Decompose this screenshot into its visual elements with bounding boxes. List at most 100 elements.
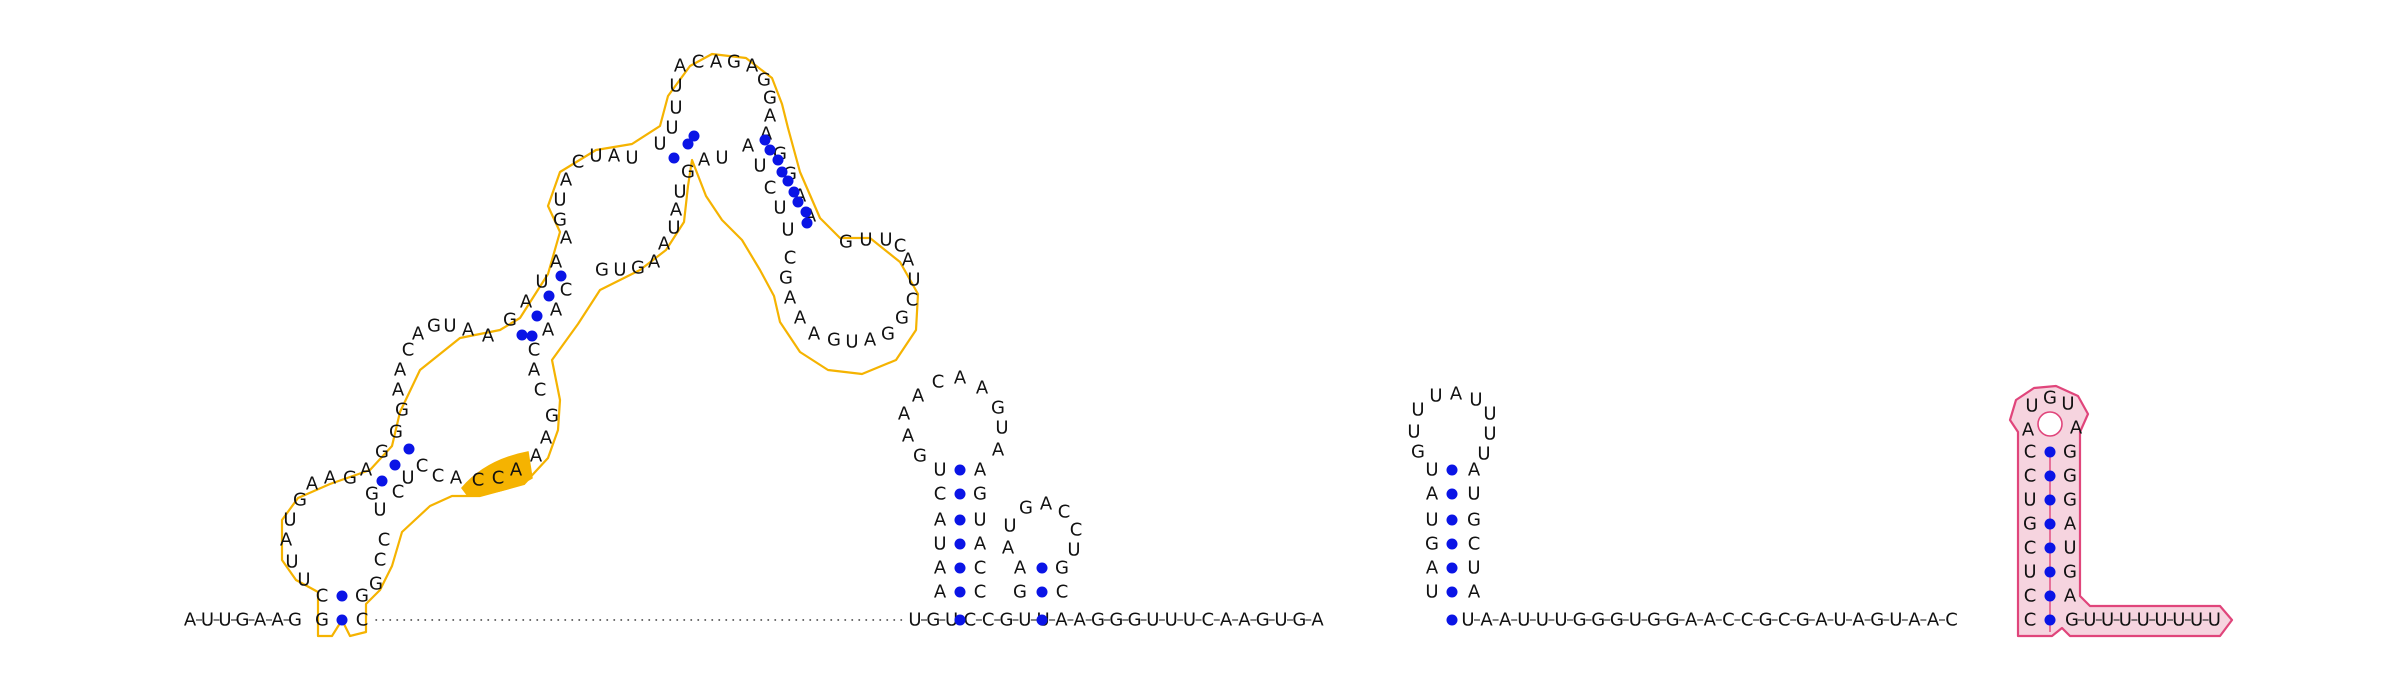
backbone-nucleotide: U: [1146, 610, 1159, 631]
backbone-nucleotide: G: [926, 610, 940, 631]
backbone-nucleotide: U: [1554, 610, 1567, 631]
loop-nucleotide: A: [280, 530, 293, 551]
stem-nucleotide: C: [974, 558, 987, 579]
base-pair-dot: [376, 475, 388, 487]
base-pair-dot: [2044, 518, 2056, 530]
base-pair-dot: [954, 586, 966, 598]
base-pair-dot: [688, 130, 700, 142]
stem-nucleotide: G: [1425, 534, 1439, 555]
loop-nucleotide: A: [1002, 538, 1015, 559]
backbone-nucleotide: A: [1074, 610, 1087, 631]
loop-nucleotide: A: [306, 474, 319, 495]
backbone-nucleotide: U: [1461, 610, 1474, 631]
stem-nucleotide: U: [2023, 490, 2036, 511]
loop-nucleotide: C: [894, 236, 907, 257]
backbone-nucleotide: C: [982, 610, 995, 631]
base-pair-dot: [776, 166, 788, 178]
loop-nucleotide: C: [492, 468, 505, 489]
loop-nucleotide: A: [560, 170, 573, 191]
stem-nucleotide: A: [1468, 582, 1481, 603]
loop-nucleotide: A: [764, 106, 777, 127]
base-pair-dot: [1036, 614, 1048, 626]
loop-nucleotide: U: [1469, 390, 1482, 411]
loop-nucleotide: U: [845, 332, 858, 353]
loop-nucleotide: G: [343, 468, 357, 489]
base-pair-dot: [1446, 514, 1458, 526]
stem-nucleotide: U: [1425, 582, 1438, 603]
backbone-nucleotide: U: [1833, 610, 1846, 631]
stem-nucleotide: U: [973, 510, 986, 531]
backbone-nucleotide: U: [2172, 610, 2185, 631]
backbone-nucleotide: A: [1238, 610, 1251, 631]
backbone-nucleotide: C: [1741, 610, 1754, 631]
loop-nucleotide: U: [285, 552, 298, 573]
backbone-nucleotide: A: [271, 610, 284, 631]
loop-nucleotide: A: [2022, 420, 2035, 441]
loop-nucleotide: U: [443, 316, 456, 337]
base-pair-dot: [954, 488, 966, 500]
base-pair-dot: [764, 144, 776, 156]
loop-nucleotide: U: [625, 148, 638, 169]
base-pair-dot: [954, 464, 966, 476]
loop-nucleotide: G: [881, 324, 895, 345]
loop-nucleotide: A: [394, 360, 407, 381]
backbone-nucleotide: G: [1000, 610, 1014, 631]
loop-nucleotide: G: [2043, 388, 2057, 409]
backbone-nucleotide: G: [1591, 610, 1605, 631]
loop-nucleotide: A: [482, 326, 495, 347]
base-pair-dot: [336, 614, 348, 626]
stem-nucleotide: G: [1013, 582, 1027, 603]
orange-highlight-outline: [280, 52, 920, 638]
loop-nucleotide: U: [1003, 516, 1016, 537]
base-pair-dot: [1446, 464, 1458, 476]
loop-nucleotide: A: [954, 368, 967, 389]
base-pair-dot: [1036, 562, 1048, 574]
stem-nucleotide: C: [356, 610, 369, 631]
loop-nucleotide: A: [412, 324, 425, 345]
stem-nucleotide: A: [1426, 484, 1439, 505]
stem-nucleotide: C: [528, 340, 541, 361]
backbone-nucleotide: U: [2190, 610, 2203, 631]
stem-nucleotide: A: [974, 460, 987, 481]
loop-nucleotide: A: [670, 200, 683, 221]
loop-nucleotide: U: [1429, 386, 1442, 407]
backbone-nucleotide: A: [1055, 610, 1068, 631]
base-pair-dot: [403, 443, 415, 455]
base-pair-dot: [1446, 586, 1458, 598]
loop-nucleotide: G: [631, 258, 645, 279]
backbone-nucleotide: G: [1128, 610, 1142, 631]
stem-nucleotide: G: [2063, 466, 2077, 487]
backbone-nucleotide: U: [1629, 610, 1642, 631]
loop-nucleotide: U: [613, 260, 626, 281]
stem-nucleotide: A: [742, 136, 755, 157]
stem-nucleotide: A: [698, 150, 711, 171]
loop-nucleotide: A: [898, 404, 911, 425]
loop-nucleotide: G: [545, 406, 559, 427]
backbone-nucleotide: U: [201, 610, 214, 631]
backbone-nucleotide: G: [1573, 610, 1587, 631]
loop-nucleotide: A: [2070, 418, 2083, 439]
loop-nucleotide: G: [757, 70, 771, 91]
loop-nucleotide: U: [1477, 444, 1490, 465]
loop-nucleotide: C: [472, 470, 485, 491]
stem-nucleotide: G: [1467, 510, 1481, 531]
base-pair-dot: [954, 562, 966, 574]
loop-nucleotide: A: [540, 428, 553, 449]
loop-nucleotide: G: [827, 330, 841, 351]
backbone-nucleotide: G: [1610, 610, 1624, 631]
stem-nucleotide: U: [535, 272, 548, 293]
base-pair-dot: [772, 154, 784, 166]
loop-nucleotide: U: [283, 510, 296, 531]
stem-nucleotide: C: [316, 586, 329, 607]
stem-nucleotide: C: [2024, 610, 2037, 631]
backbone-nucleotide: U: [2154, 610, 2167, 631]
loop-nucleotide: A: [450, 468, 463, 489]
loop-nucleotide: G: [365, 484, 379, 505]
loop-nucleotide: U: [995, 418, 1008, 439]
loop-nucleotide: A: [648, 252, 661, 273]
loop-nucleotide: A: [902, 426, 915, 447]
stem-nucleotide: C: [2024, 586, 2037, 607]
stem-nucleotide: G: [681, 162, 695, 183]
